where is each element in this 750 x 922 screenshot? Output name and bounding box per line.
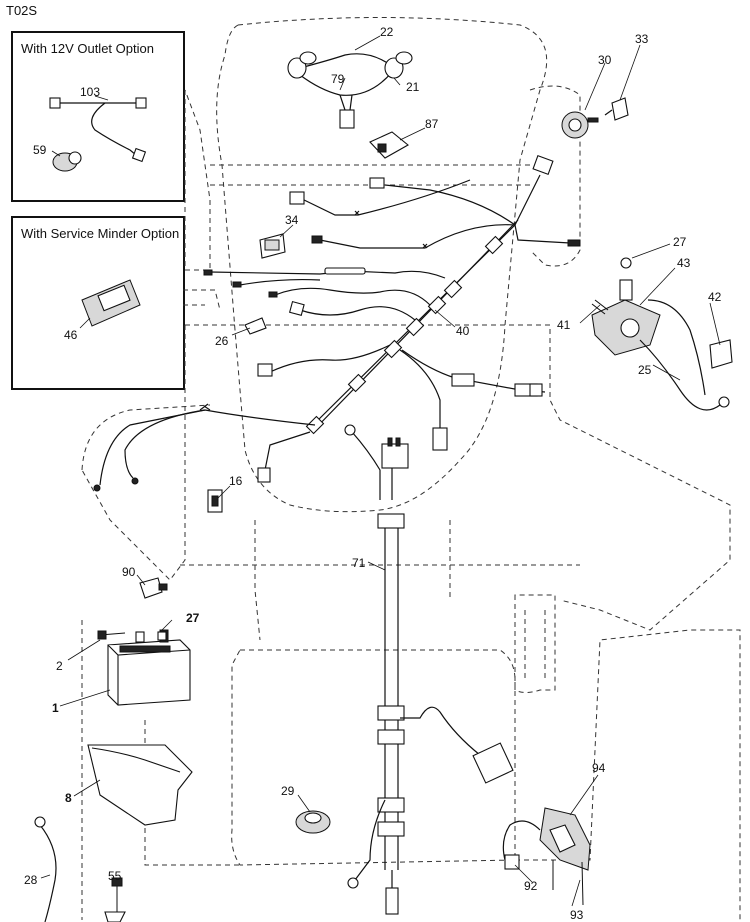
- battery-1: [107, 629, 191, 706]
- leader-lines: [40, 35, 721, 907]
- callout-21: 21: [406, 80, 420, 94]
- callout-25: 25: [638, 363, 652, 377]
- callout-34: 34: [285, 213, 299, 227]
- callout-55: 55: [108, 869, 122, 883]
- callout-46: 46: [64, 328, 78, 342]
- callout-22: 22: [380, 25, 394, 39]
- callout-28: 28: [24, 873, 38, 887]
- outlet-option-box: With 12V Outlet Option: [11, 31, 185, 202]
- callout-59: 59: [33, 143, 47, 157]
- switch-16: [207, 489, 223, 513]
- callout-labels: 103 59 46 22 79 21 30 33 87 34 27 43 41 …: [24, 25, 722, 922]
- callout-1: 1: [52, 701, 59, 715]
- callout-71: 71: [352, 556, 366, 570]
- battery-tray-8: [87, 744, 193, 826]
- starter-solenoid-43: [591, 257, 733, 411]
- outlet-option-parts: [49, 97, 147, 172]
- callout-8: 8: [65, 791, 72, 805]
- bolt-2-27: [97, 630, 167, 641]
- screw-55: [104, 877, 126, 922]
- callout-27-bottom: 27: [186, 611, 200, 625]
- callout-94: 94: [592, 761, 606, 775]
- callout-41: 41: [557, 318, 571, 332]
- callout-27-top: 27: [673, 235, 687, 249]
- callout-90: 90: [122, 565, 136, 579]
- main-harness-40: [93, 154, 581, 492]
- fuse-26: [244, 317, 267, 335]
- callout-92: 92: [524, 879, 538, 893]
- relay-87: [369, 131, 409, 159]
- module-94: [539, 807, 591, 906]
- switch-34: [259, 233, 286, 259]
- connector-92: [502, 820, 541, 870]
- callout-87: 87: [425, 117, 439, 131]
- outlet-option-title: With 12V Outlet Option: [21, 41, 154, 56]
- callout-29: 29: [281, 784, 295, 798]
- grommet-29: [295, 810, 331, 834]
- ignition-switch-30: [561, 111, 599, 139]
- callout-26: 26: [215, 334, 229, 348]
- callout-93: 93: [570, 908, 584, 922]
- callout-43: 43: [677, 256, 691, 270]
- callout-42: 42: [708, 290, 722, 304]
- callout-40: 40: [456, 324, 470, 338]
- harness-71: [344, 424, 514, 915]
- callout-79: 79: [331, 72, 345, 86]
- callout-33: 33: [635, 32, 649, 46]
- connector-90: [139, 577, 168, 599]
- service-minder-part: [81, 279, 141, 327]
- key-33: [604, 97, 629, 121]
- service-minder-option-title: With Service Minder Option: [21, 226, 180, 241]
- callout-2: 2: [56, 659, 63, 673]
- battery-cable-28: [34, 816, 57, 922]
- callout-30: 30: [598, 53, 612, 67]
- callout-103: 103: [80, 85, 100, 99]
- callout-16: 16: [229, 474, 243, 488]
- page-code: T02S: [6, 3, 38, 18]
- headlight-harness: [287, 51, 413, 129]
